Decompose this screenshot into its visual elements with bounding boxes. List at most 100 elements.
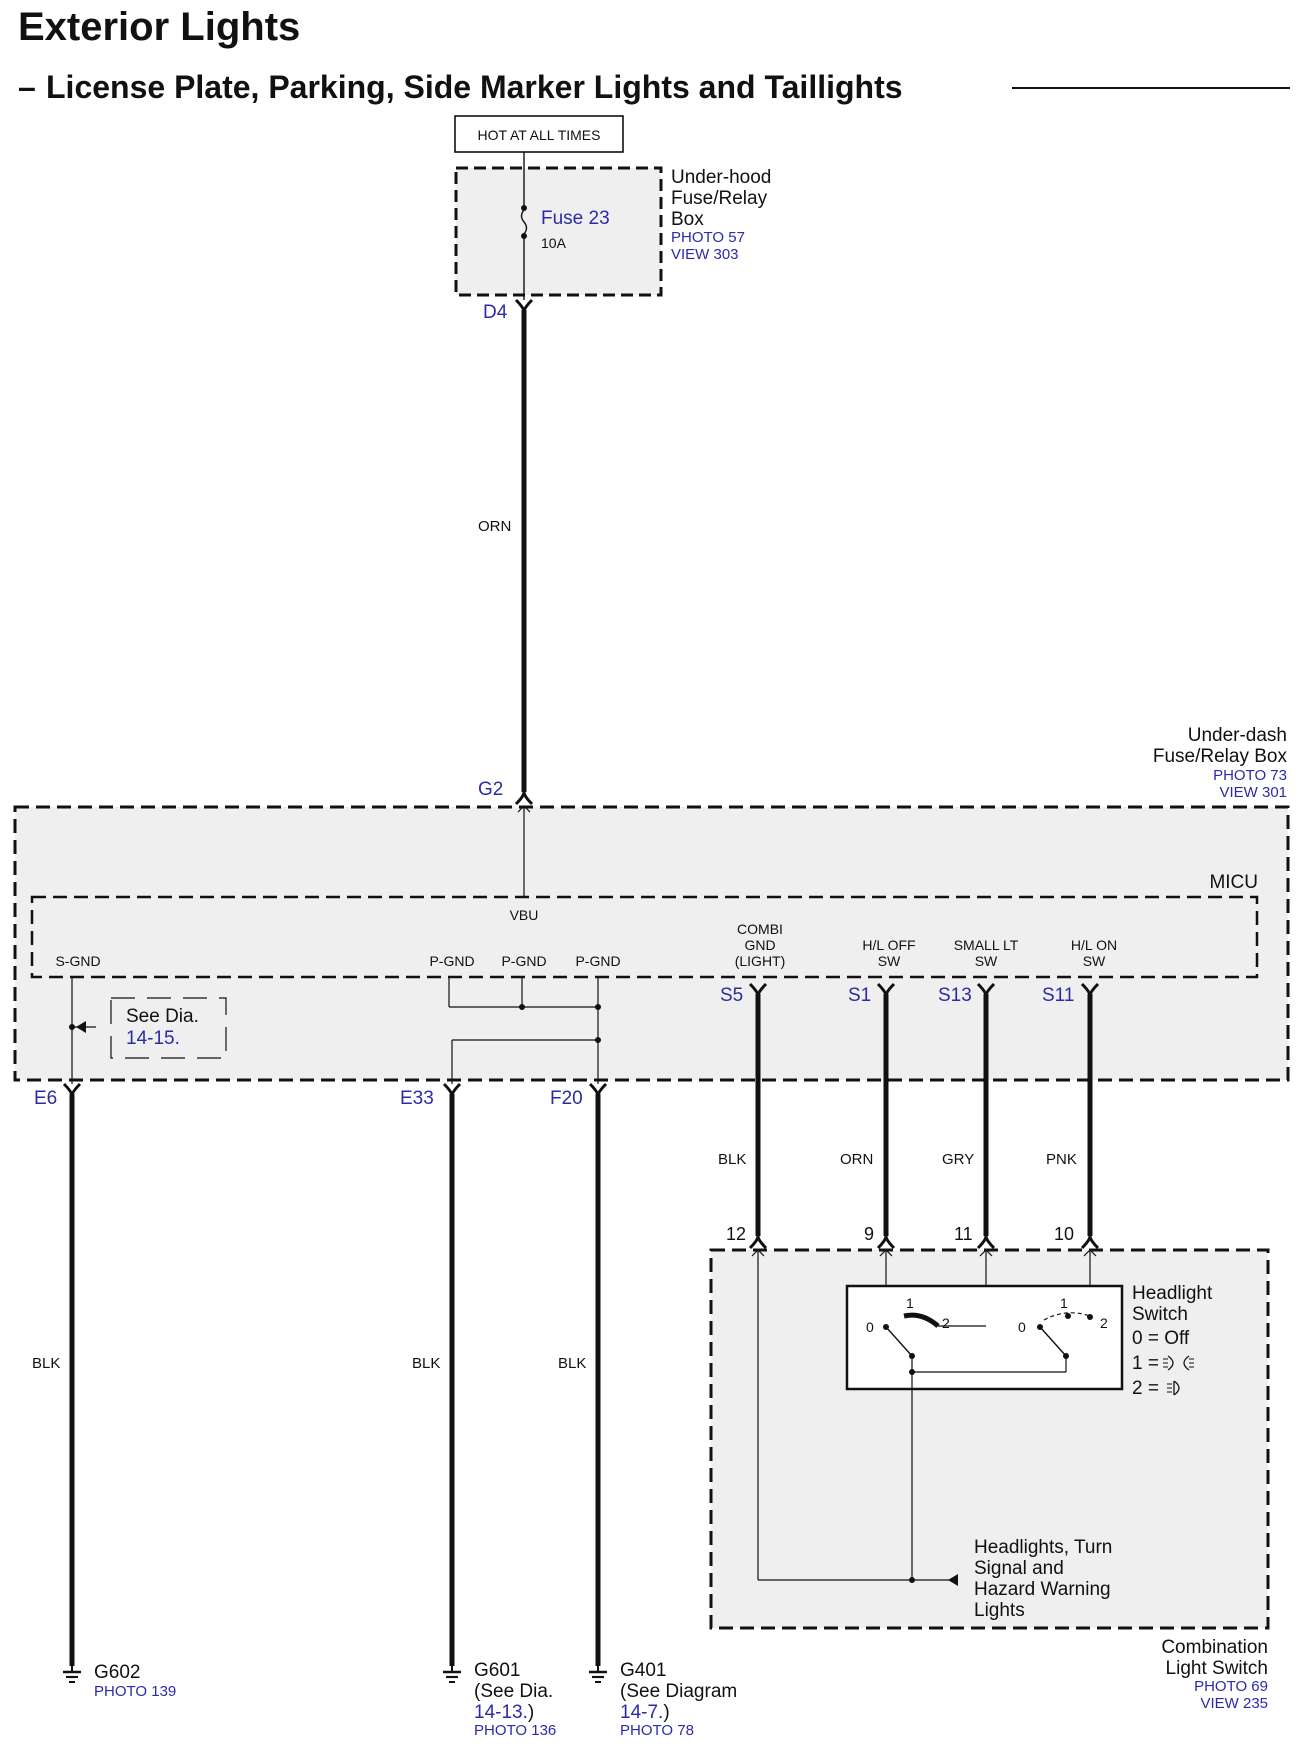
- terminal-small-lt-1: SMALL LT: [954, 937, 1019, 953]
- fuse-name: Fuse 23: [541, 208, 610, 229]
- svg-text:–: –: [18, 69, 36, 105]
- underhood-box-name-2: Fuse/Relay: [671, 188, 768, 209]
- pin-11: 11: [954, 1224, 973, 1244]
- terminal-s-gnd: S-GND: [55, 953, 100, 969]
- p-gnd-junction-3: [595, 1037, 601, 1043]
- terminal-combi-2: GND: [744, 937, 775, 953]
- wire-color-s5: BLK: [718, 1151, 746, 1168]
- headlight-switch-name-2: Switch: [1132, 1304, 1188, 1325]
- terminal-hl-off-1: H/L OFF: [862, 937, 915, 953]
- terminal-hl-off-2: SW: [878, 953, 901, 969]
- parking-light-icon: [1163, 1355, 1194, 1371]
- vbu-arrow: [517, 805, 531, 813]
- wire-color-s13: GRY: [942, 1151, 974, 1168]
- combination-switch-name-1: Combination: [1161, 1637, 1268, 1658]
- underdash-box-name-1: Under-dash: [1188, 725, 1287, 746]
- headlights-note-1: Headlights, Turn: [974, 1537, 1112, 1558]
- underdash-box-view: VIEW 301: [1219, 784, 1287, 801]
- ground-g601-see: (See Dia.: [474, 1681, 553, 1702]
- right-switch-pos-1: 1: [1060, 1295, 1068, 1311]
- see-dia-box: [110, 997, 227, 1059]
- pin-12-symbol: [748, 1235, 768, 1250]
- underdash-fuse-box: [13, 805, 1290, 1082]
- wire-color-orn-main: ORN: [478, 518, 511, 535]
- pin-9: 9: [864, 1224, 874, 1244]
- wire-color-s11: PNK: [1046, 1151, 1077, 1168]
- left-switch-pos-0: 0: [866, 1319, 874, 1335]
- see-dia-ref[interactable]: 14-15.: [126, 1028, 180, 1049]
- connector-s5: S5: [720, 985, 743, 1006]
- wire-color-e6: BLK: [32, 1355, 60, 1372]
- pin-11-symbol: [976, 1235, 996, 1250]
- right-switch-pos-2: 2: [1100, 1315, 1108, 1331]
- legend-off: 0 = Off: [1132, 1328, 1190, 1349]
- headlights-note-arrow: [948, 1574, 958, 1586]
- terminal-p-gnd-2: P-GND: [501, 953, 546, 969]
- headlight-switch-box: [845, 1284, 1124, 1391]
- headlights-note-4: Lights: [974, 1600, 1025, 1621]
- ground-icon: [63, 1666, 81, 1683]
- combination-switch-name-2: Light Switch: [1166, 1658, 1268, 1679]
- combination-switch-view: VIEW 235: [1200, 1695, 1268, 1712]
- underhood-fuse-box: [454, 166, 663, 297]
- connector-e33: E33: [400, 1088, 434, 1109]
- page-subtitle: License Plate, Parking, Side Marker Ligh…: [46, 69, 903, 105]
- right-switch-blade: [1039, 1326, 1067, 1357]
- underhood-box-name-3: Box: [671, 209, 704, 230]
- ground-g401-photo: PHOTO 78: [620, 1722, 694, 1739]
- micu-label: MICU: [1209, 872, 1258, 893]
- left-switch-pos-2: 2: [942, 1315, 950, 1331]
- fuse-terminal-top: [521, 205, 527, 211]
- underdash-box-name-2: Fuse/Relay Box: [1153, 746, 1288, 767]
- connector-s1: S1: [848, 985, 871, 1006]
- micu-box: [30, 895, 1259, 979]
- ground-g401-ref[interactable]: 14-7.: [620, 1702, 663, 1723]
- terminal-p-gnd-3: P-GND: [575, 953, 620, 969]
- pin-10: 10: [1054, 1224, 1074, 1244]
- fuse-icon: [520, 209, 528, 235]
- ground-icon: [443, 1666, 461, 1683]
- legend-position-2: 2 =: [1132, 1378, 1159, 1399]
- connector-d4: D4: [483, 302, 508, 323]
- connector-g2: G2: [478, 779, 503, 800]
- terminal-hl-on-1: H/L ON: [1071, 937, 1117, 953]
- pin-9-symbol: [876, 1235, 896, 1250]
- ground-g601-ref[interactable]: 14-13.: [474, 1702, 528, 1723]
- ground-g601-photo: PHOTO 136: [474, 1722, 556, 1739]
- vbu-label: VBU: [510, 907, 539, 923]
- connector-f20: F20: [550, 1088, 583, 1109]
- svg-text:14-7.): 14-7.): [620, 1702, 670, 1723]
- connector-g2-symbol: [514, 791, 534, 806]
- p-gnd-junction-1: [519, 1004, 525, 1010]
- underdash-box-photo: PHOTO 73: [1213, 767, 1287, 784]
- pin-12: 12: [726, 1224, 746, 1244]
- connector-s11: S11: [1042, 985, 1074, 1006]
- connector-s13: S13: [938, 985, 972, 1006]
- terminal-hl-on-2: SW: [1083, 953, 1106, 969]
- power-source-box: [454, 115, 624, 153]
- ground-g601-name: G601: [474, 1660, 520, 1681]
- page-title: Exterior Lights: [18, 5, 300, 49]
- power-source-label: HOT AT ALL TIMES: [478, 127, 601, 143]
- fuse-rating: 10A: [541, 235, 567, 251]
- ground-g601-ref-tail: ): [528, 1702, 534, 1723]
- underhood-box-view: VIEW 303: [671, 246, 739, 263]
- ground-g602-name: G602: [94, 1662, 140, 1683]
- left-switch-blade: [885, 1326, 913, 1357]
- see-dia-text: See Dia.: [126, 1006, 199, 1027]
- left-switch-contact-arc: [903, 1312, 940, 1328]
- terminal-combi-3: (LIGHT): [735, 953, 786, 969]
- right-switch-dashed-arc: [1043, 1312, 1091, 1321]
- ground-icon: [589, 1666, 607, 1683]
- underhood-box-name-1: Under-hood: [671, 167, 771, 188]
- headlight-switch-name-1: Headlight: [1132, 1283, 1213, 1304]
- ground-g602-photo: PHOTO 139: [94, 1683, 176, 1700]
- ground-g401-see: (See Diagram: [620, 1681, 737, 1702]
- left-switch-pos-1: 1: [906, 1295, 914, 1311]
- wire-color-f20: BLK: [558, 1355, 586, 1372]
- wire-color-e33: BLK: [412, 1355, 440, 1372]
- svg-text:14-13.): 14-13.): [474, 1702, 534, 1723]
- right-switch-pos-0: 0: [1018, 1319, 1026, 1335]
- terminal-combi-1: COMBI: [737, 921, 783, 937]
